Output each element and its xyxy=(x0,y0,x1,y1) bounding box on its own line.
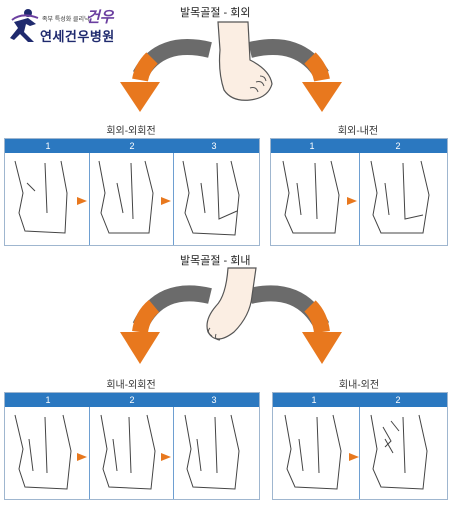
step-number: 2 xyxy=(395,141,401,151)
pronation-arrows xyxy=(120,267,342,364)
step-number: 1 xyxy=(309,141,315,151)
right-curved-arrow-icon xyxy=(248,285,342,364)
panel-supination-external-rotation: 1 2 3 xyxy=(4,138,260,246)
step-number: 1 xyxy=(45,141,51,151)
panel-title-supination-external-rotation: 회외-외회전 xyxy=(106,126,156,137)
logo-hospital-name: 연세건우병원 xyxy=(40,29,115,44)
logo-subtitle: 족부 특성화 클리닉 xyxy=(42,17,90,23)
step-number: 3 xyxy=(211,141,217,151)
step-number: 1 xyxy=(45,395,51,405)
ankle-fracture-illustrations xyxy=(284,414,428,490)
left-curved-arrow-icon xyxy=(120,285,212,364)
logo-brand: 건우 xyxy=(86,9,114,26)
step-arrow-icon xyxy=(161,453,171,461)
right-curved-arrow-icon xyxy=(248,39,342,112)
step-number: 2 xyxy=(395,395,401,405)
ankle-fracture-illustrations xyxy=(14,414,240,490)
panel-title-pronation-external-rotation: 회내-외회전 xyxy=(106,380,156,391)
panel-supination-adduction: 1 2 xyxy=(270,138,448,246)
ankle-fracture-illustrations xyxy=(14,160,240,236)
panel-title-supination-adduction: 회외-내전 xyxy=(337,126,379,137)
panel-header: 1 2 3 xyxy=(5,393,259,407)
step-arrow-icon xyxy=(77,197,87,205)
panel-header: 1 2 3 xyxy=(5,139,259,153)
step-arrow-icon xyxy=(161,197,171,205)
runner-logo-icon xyxy=(10,9,39,42)
section-title-supination: 발목골절 - 회외 xyxy=(180,7,251,19)
panel-pronation-external-rotation: 1 2 3 xyxy=(4,392,260,500)
panel-header: 1 2 xyxy=(273,393,447,407)
supination-arrows xyxy=(120,21,342,112)
left-curved-arrow-icon xyxy=(120,39,212,112)
step-number: 3 xyxy=(211,395,217,405)
step-number: 2 xyxy=(129,395,135,405)
panel-title-pronation-abduction: 회내-외전 xyxy=(338,380,380,391)
step-arrow-icon xyxy=(77,453,87,461)
panel-header: 1 2 xyxy=(271,139,447,153)
section-title-pronation: 발목골절 - 회내 xyxy=(180,255,251,267)
foot-pronated-icon xyxy=(206,267,257,341)
hospital-logo: 족부 특성화 클리닉 건우 연세건우병원 xyxy=(8,6,128,50)
panel-pronation-abduction: 1 2 xyxy=(272,392,448,500)
step-number: 1 xyxy=(311,395,317,405)
step-arrow-icon xyxy=(347,197,357,205)
foot-supinated-icon xyxy=(217,21,273,101)
step-number: 2 xyxy=(129,141,135,151)
step-arrow-icon xyxy=(349,453,359,461)
ankle-fracture-illustrations xyxy=(282,160,430,234)
